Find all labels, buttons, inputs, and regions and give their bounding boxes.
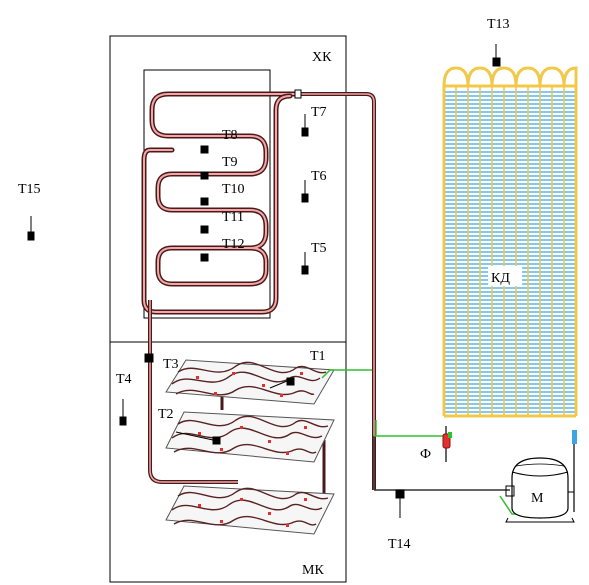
sensor-t10-label: T10	[222, 182, 245, 197]
sensor-t1-marker	[286, 377, 295, 386]
sensor-t7-marker	[301, 127, 309, 137]
labels: ХК МК КД Ф М T1 T2 T3 T4 T5 T6 T7 T8 T9 …	[18, 17, 544, 578]
sensor-t3-label: T3	[163, 357, 179, 372]
sensor-t5-marker	[301, 265, 309, 275]
sensor-t9-label: T9	[222, 155, 238, 170]
freezer-compartment	[109, 341, 347, 583]
condenser-label: КД	[491, 271, 510, 286]
sensor-markers	[27, 44, 501, 518]
sensor-t15-marker	[27, 231, 35, 241]
sensor-t7-label: T7	[311, 105, 327, 120]
freezer-label: МК	[302, 563, 324, 578]
sensor-t13-label: T13	[487, 17, 510, 32]
fridge-evaporator-coil	[141, 91, 300, 315]
sensor-t4-label: T4	[116, 372, 132, 387]
sensor-t10-marker	[200, 197, 209, 206]
sensor-t9-marker	[200, 171, 209, 180]
cabinet	[109, 35, 347, 583]
sensor-t15-label: T15	[18, 182, 41, 197]
pipe-fitting	[294, 89, 302, 99]
fridge-label: ХК	[312, 50, 332, 65]
sensor-t4-marker	[119, 416, 127, 426]
sensor-t11-label: T11	[222, 210, 244, 225]
filter-drier	[442, 426, 452, 462]
sensor-t11-marker	[200, 225, 209, 234]
sensor-t3-marker	[144, 353, 154, 363]
sensor-t8-marker	[200, 145, 209, 154]
sensor-t12-label: T12	[222, 237, 245, 252]
freezer-shelf-1	[165, 359, 335, 405]
sensor-t6-label: T6	[311, 169, 327, 184]
freezer-shelf-2	[165, 411, 335, 463]
capillary-line	[321, 369, 530, 515]
condenser-outlet	[572, 430, 577, 512]
sensor-t1-label: T1	[310, 349, 326, 364]
compressor	[505, 457, 575, 523]
filter-label: Ф	[420, 447, 431, 462]
sensor-t6-marker	[301, 193, 309, 203]
sensor-t14-label: T14	[388, 537, 411, 552]
freezer-shelf-3	[165, 485, 335, 535]
sensor-t2-marker	[212, 436, 221, 445]
sensor-t12-marker	[200, 253, 209, 262]
condenser	[442, 66, 578, 418]
sensor-t5-label: T5	[311, 241, 327, 256]
condenser-label-bg	[488, 266, 522, 286]
compressor-label: М	[531, 491, 544, 506]
sensor-t8-label: T8	[222, 128, 238, 143]
sensor-t14-marker	[395, 489, 405, 499]
sensor-t13-marker	[492, 57, 501, 67]
sensor-t2-label: T2	[158, 407, 174, 422]
